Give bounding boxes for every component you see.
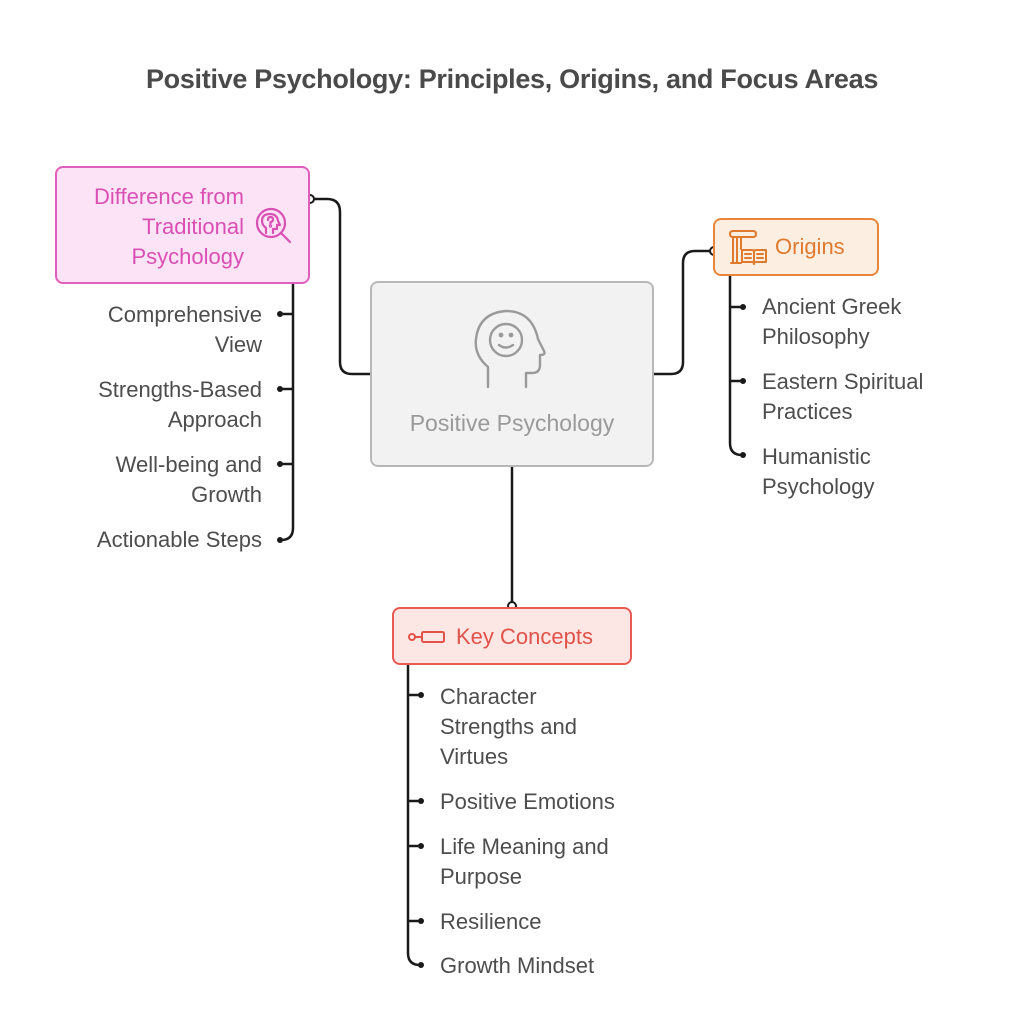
diagram-title: Positive Psychology: Principles, Origins…: [145, 64, 879, 94]
node-origins[interactable]: Origins: [713, 218, 879, 276]
key-icon: [408, 631, 445, 643]
node-positive-psychology[interactable]: Positive Psychology: [370, 281, 654, 467]
spine-difference: [280, 284, 295, 542]
difference-item: Strengths-Based Approach: [98, 377, 262, 432]
origins-item: Eastern Spiritual Practices: [762, 369, 924, 424]
connector-center-difference: [310, 197, 370, 376]
difference-item: Well-being and Growth: [115, 452, 262, 507]
spine-keyconcepts: [406, 665, 421, 967]
head-question-search-icon: [255, 207, 292, 244]
keyconcepts-item: Resilience: [440, 909, 542, 934]
head-smile-icon: [474, 309, 546, 389]
node-difference-label: Difference from Traditional Psychology: [94, 184, 244, 269]
keyconcepts-item: Positive Emotions: [440, 789, 615, 814]
column-book-icon: [729, 230, 767, 265]
connector-center-origins: [654, 249, 713, 376]
keyconcepts-item: Character Strengths and Virtues: [440, 684, 577, 769]
difference-item: Actionable Steps: [96, 527, 262, 552]
node-origins-label: Origins: [775, 234, 845, 259]
node-center-label: Positive Psychology: [409, 410, 615, 436]
origins-item: Ancient Greek Philosophy: [762, 294, 902, 349]
node-keyconcepts-label: Key Concepts: [456, 624, 593, 649]
origins-item: Humanistic Psychology: [762, 444, 875, 499]
difference-item: Comprehensive View: [107, 302, 262, 357]
keyconcepts-item: Life Meaning and Purpose: [440, 834, 609, 889]
node-difference-from-traditional[interactable]: Difference from Traditional Psychology: [55, 166, 310, 284]
keyconcepts-item: Growth Mindset: [440, 953, 595, 978]
spine-origins: [728, 276, 743, 457]
node-key-concepts[interactable]: Key Concepts: [392, 607, 632, 665]
